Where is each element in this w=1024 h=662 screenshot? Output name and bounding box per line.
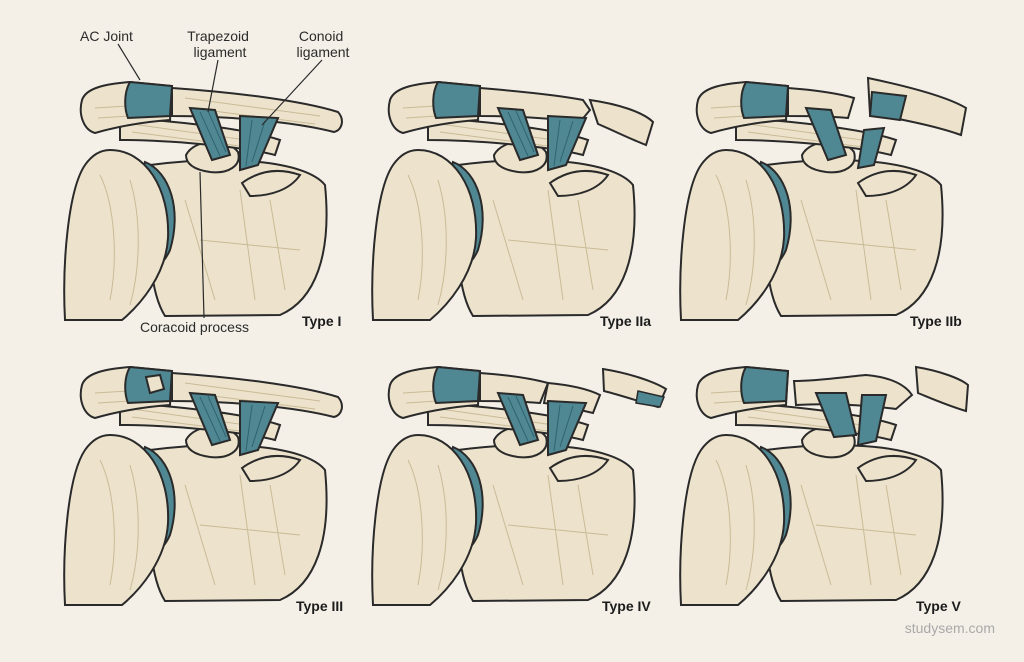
label-trapezoid-line1: Trapezoid xyxy=(187,28,249,44)
label-coracoid-process: Coracoid process xyxy=(140,319,249,335)
watermark: studysem.com xyxy=(905,620,995,636)
panel-type-3 xyxy=(63,366,343,606)
label-conoid-line1: Conoid xyxy=(299,28,343,44)
label-conoid-ligament: Conoid ligament xyxy=(297,28,350,60)
panel-type-2b xyxy=(679,76,968,321)
label-leaders xyxy=(117,43,323,319)
panel-type-5 xyxy=(679,365,970,606)
type-label-2a: Type IIa xyxy=(600,313,651,329)
type-label-4: Type IV xyxy=(602,598,651,614)
panel-type-2a xyxy=(371,80,655,321)
type-label-2b: Type IIb xyxy=(910,313,962,329)
label-trapezoid-line2: ligament xyxy=(194,44,247,60)
label-ac-joint: AC Joint xyxy=(80,28,133,44)
panel-type-4 xyxy=(371,365,668,606)
label-conoid-line2: ligament xyxy=(297,44,350,60)
type-label-3: Type III xyxy=(296,598,343,614)
type-label-1: Type I xyxy=(302,313,341,329)
label-trapezoid-ligament: Trapezoid ligament xyxy=(187,28,253,60)
type-label-5: Type V xyxy=(916,598,962,614)
